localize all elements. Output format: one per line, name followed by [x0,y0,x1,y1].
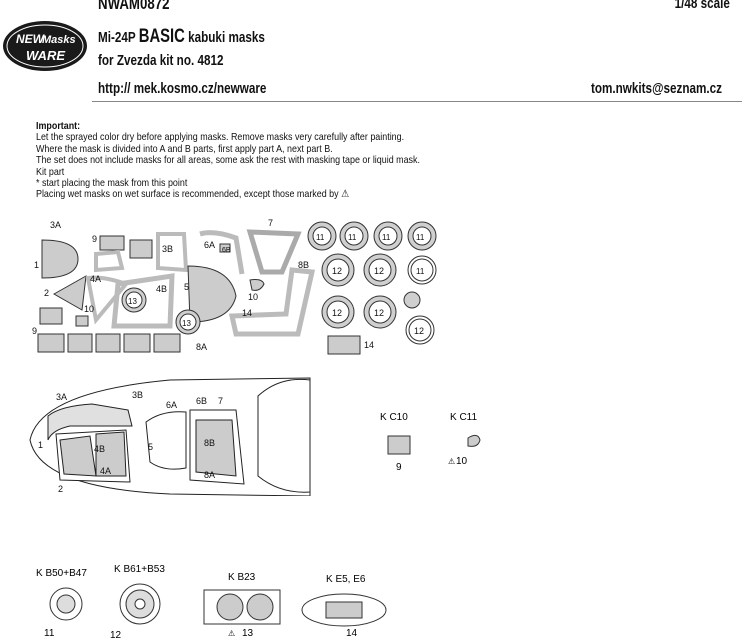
instruction-line: Kit part [36,165,65,178]
scale-label: 1/48 scale [674,0,730,12]
ring-label: 11 [416,233,425,242]
label-4b: 4B [156,284,167,294]
wheel-number: 13 [242,628,254,639]
title-aircraft: Mi-24P [98,29,136,46]
title-suffix: kabuki masks [188,29,265,46]
no-wet-icon: ⚠ [228,629,235,638]
wet-mask-note: Placing wet masks on wet surface is reco… [36,188,339,201]
canopy-label-8a: 8A [204,470,215,480]
newware-logo: NEW Masks WARE [2,20,88,72]
canopy-label-8b: 8B [204,438,215,448]
wheel-code: K B61+B53 [114,564,165,575]
kit-part-code: K C11 [450,412,477,423]
product-title: Mi-24P BASIC kabuki masks [98,26,265,48]
canopy-diagram: 3A 3B 6A 6B 7 1 4B 4A 2 5 8B 8A [29,377,311,496]
canopy-label-6b: 6B [196,396,207,406]
label-2: 2 [44,288,49,298]
label-3b: 3B [162,244,173,254]
website-link[interactable]: http:// mek.kosmo.cz/newware [98,80,267,97]
label-13: 13 [128,297,137,306]
label-4a: 4A [90,274,101,284]
kit-reference: for Zvezda kit no. 4812 [98,52,224,69]
canopy-label-4a: 4A [100,466,111,476]
wheel-code: K E5, E6 [326,574,366,585]
logo-masks: Masks [42,34,76,46]
label-9b: 9 [32,326,37,336]
kit-part-number: 10 [456,456,468,467]
instructions-heading: Important: [36,120,81,132]
logo-ware: WARE [26,48,65,63]
label-10: 10 [248,292,258,302]
ring-label: 11 [382,233,391,242]
instruction-line: Where the mask is divided into A and B p… [36,142,333,155]
ring-label: 11 [348,233,357,242]
canopy-label-2: 2 [58,484,63,494]
wheels-row: K B50+B47 11 K B61+B53 12 K B23 ⚠ 13 K E… [36,564,387,639]
ring-label: 11 [316,233,325,242]
canopy-label-4b: 4B [94,444,105,454]
ring-label: 12 [374,266,384,276]
wheel-number: 14 [346,628,358,639]
kit-part-code: K C10 [380,412,408,423]
wheel-number: 12 [110,630,122,639]
email-link[interactable]: tom.nwkits@seznam.cz [590,80,722,97]
ring-label: 12 [374,308,384,318]
canopy-label-3a: 3A [56,392,67,402]
ring-label: 12 [332,308,342,318]
wheel-code: K B50+B47 [36,568,87,579]
instruction-line: * start placing the mask from this point [36,177,188,190]
label-3a: 3A [50,220,61,230]
label-7: 7 [268,218,273,228]
kit-parts: K C10 9 K C11 ⚠ 10 [380,412,481,473]
mask-sheet: 3A 9 3B 6A 6B 7 1 4A 2 13 4B 5 10 8B 14 … [32,218,437,355]
product-code: NWAM0872 [98,0,170,13]
ring-label: 11 [416,267,425,276]
kit-part-number: 9 [396,462,402,473]
no-wet-icon: ⚠ [341,188,350,201]
label-14b: 14 [364,340,374,350]
logo-new: NEW [16,32,46,46]
header-divider [92,101,742,102]
label-6a: 6A [204,240,215,250]
canopy-label-5: 5 [148,442,153,452]
label-8b: 8B [298,260,309,270]
wheel-number: 11 [44,628,55,639]
canopy-label-7: 7 [218,396,223,406]
canopy-label-6a: 6A [166,400,177,410]
instruction-line: Placing wet masks on wet surface is reco… [36,189,420,200]
title-basic: BASIC [138,26,185,47]
instructions: Important: Let the sprayed color dry bef… [36,120,420,201]
label-8a: 8A [196,342,207,352]
label-9: 9 [92,234,97,244]
ring-label: 12 [414,326,424,336]
label-14: 14 [242,308,252,318]
wheel-code: K B23 [228,572,256,583]
canopy-label-3b: 3B [132,390,143,400]
label-6b: 6B [222,247,231,254]
ring-label: 12 [332,266,342,276]
label-10b: 10 [84,304,94,314]
canopy-label-1: 1 [38,440,43,450]
instruction-line: The set does not include masks for all a… [36,154,420,167]
label-13b: 13 [182,319,191,328]
no-wet-icon: ⚠ [448,457,455,466]
instruction-line: Let the sprayed color dry before applyin… [36,131,405,144]
label-5: 5 [184,282,189,292]
label-1: 1 [34,260,39,270]
